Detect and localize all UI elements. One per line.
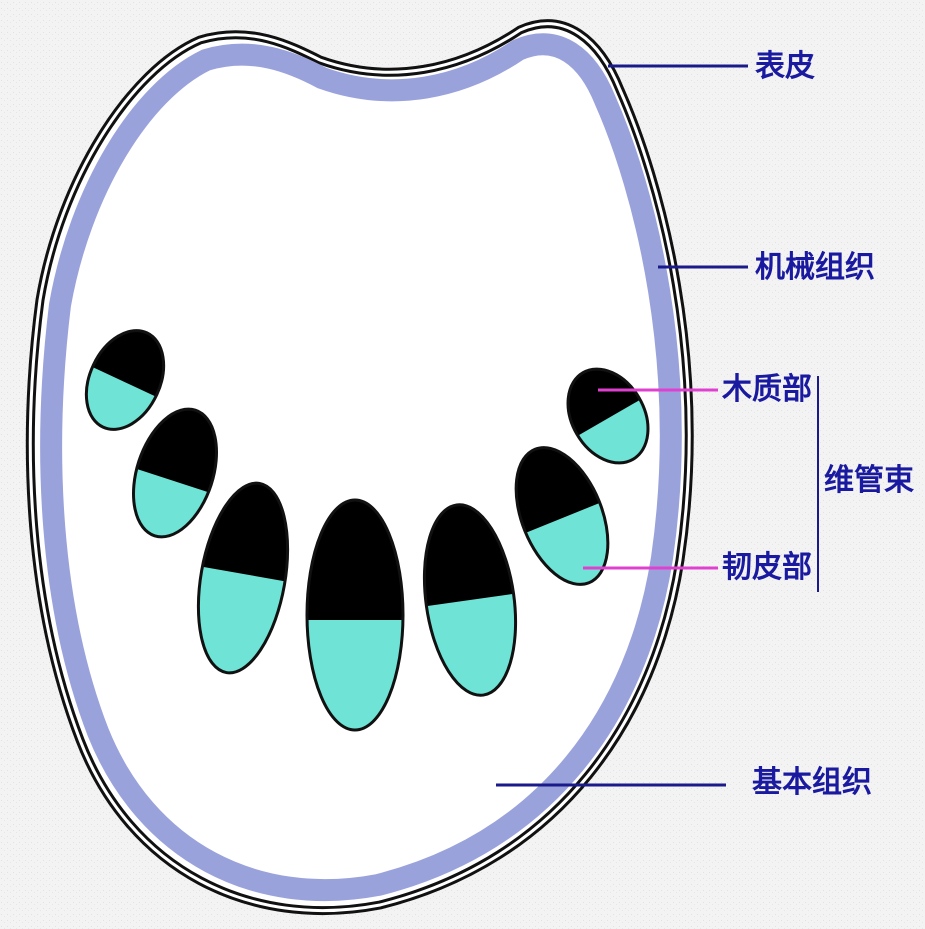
label-epidermis: 表皮 <box>755 52 815 82</box>
label-mechanical-tissue: 机械组织 <box>755 253 875 283</box>
label-vascular-bundle: 维管束 <box>824 466 914 496</box>
label-ground-tissue: 基本组织 <box>752 768 872 798</box>
label-phloem: 韧皮部 <box>722 553 812 583</box>
label-xylem: 木质部 <box>722 375 812 405</box>
